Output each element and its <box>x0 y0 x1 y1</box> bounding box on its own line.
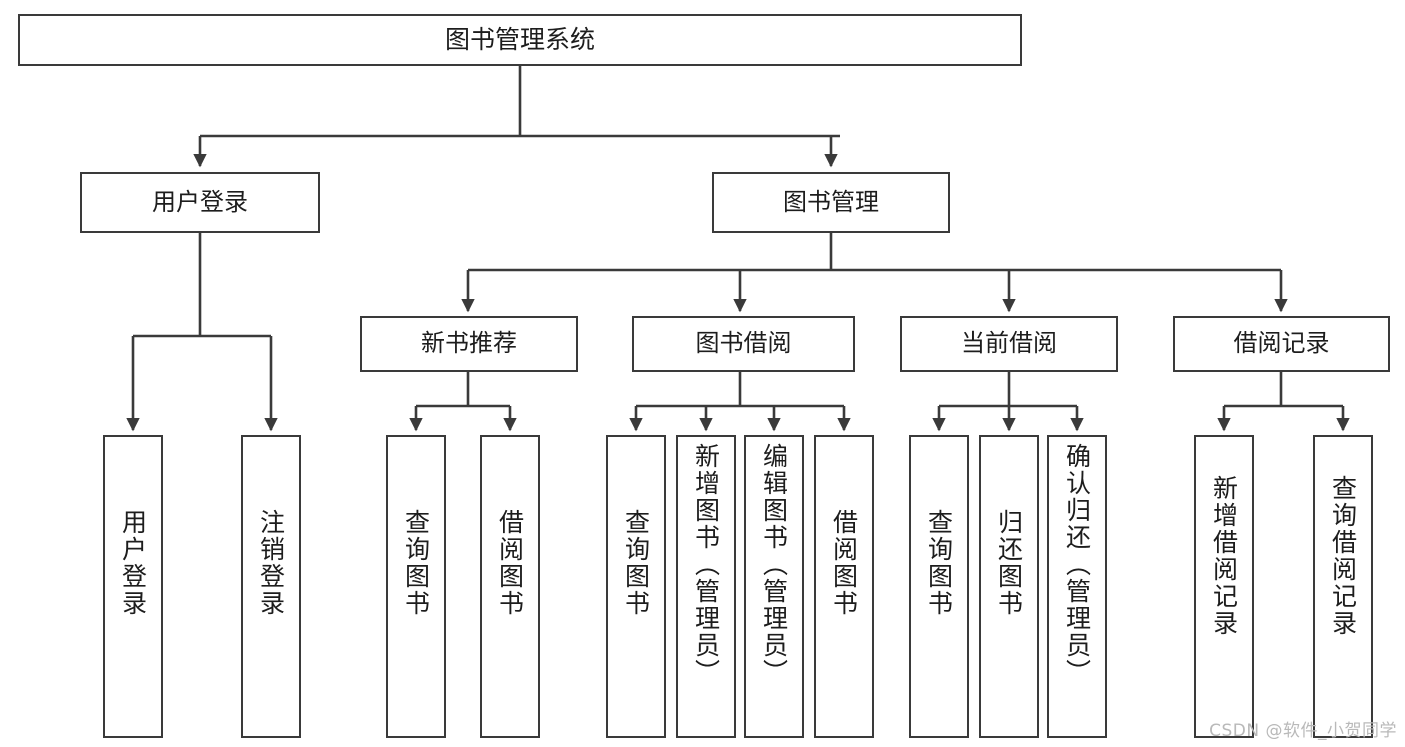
node-leaf-query-book-1[interactable]: 查询图书 <box>386 435 446 738</box>
node-root-label: 图书管理系统 <box>444 24 595 54</box>
node-leaf-return-book[interactable]: 归还图书 <box>979 435 1039 738</box>
node-book-borrow[interactable]: 图书借阅 <box>632 316 855 372</box>
node-current-borrow[interactable]: 当前借阅 <box>900 316 1118 372</box>
node-user-login-label: 用户登录 <box>152 187 248 216</box>
node-current-borrow-label: 当前借阅 <box>961 329 1057 358</box>
node-leaf-query-record[interactable]: 查询借阅记录 <box>1313 435 1373 738</box>
node-borrow-record[interactable]: 借阅记录 <box>1173 316 1390 372</box>
node-book-borrow-label: 图书借阅 <box>695 329 792 358</box>
node-root[interactable]: 图书管理系统 <box>18 14 1022 66</box>
node-leaf-confirm-return-label: 确认归还（管理员） <box>1062 443 1092 686</box>
node-leaf-query-book-3[interactable]: 查询图书 <box>909 435 969 738</box>
node-user-login[interactable]: 用户登录 <box>80 172 320 233</box>
node-leaf-confirm-return[interactable]: 确认归还（管理员） <box>1047 435 1107 738</box>
node-leaf-add-book-label: 新增图书（管理员） <box>691 443 721 686</box>
node-leaf-add-book[interactable]: 新增图书（管理员） <box>676 435 736 738</box>
node-leaf-edit-book[interactable]: 编辑图书（管理员） <box>744 435 804 738</box>
node-leaf-user-login-label: 用户登录 <box>118 509 148 617</box>
node-book-manage-label: 图书管理 <box>783 187 879 216</box>
node-leaf-query-book-3-label: 查询图书 <box>924 509 954 617</box>
node-leaf-user-logout-label: 注销登录 <box>256 509 286 617</box>
node-leaf-add-record[interactable]: 新增借阅记录 <box>1194 435 1254 738</box>
node-leaf-edit-book-label: 编辑图书（管理员） <box>759 443 789 686</box>
node-leaf-borrow-book-2[interactable]: 借阅图书 <box>814 435 874 738</box>
node-leaf-query-book-1-label: 查询图书 <box>401 509 431 617</box>
node-leaf-query-book-2[interactable]: 查询图书 <box>606 435 666 738</box>
node-book-manage[interactable]: 图书管理 <box>712 172 950 233</box>
node-leaf-borrow-book-2-label: 借阅图书 <box>829 509 859 617</box>
node-leaf-query-book-2-label: 查询图书 <box>621 509 651 617</box>
watermark: CSDN @软件_小贺同学 <box>1209 721 1397 741</box>
node-leaf-add-record-label: 新增借阅记录 <box>1209 475 1239 637</box>
node-borrow-record-label: 借阅记录 <box>1233 329 1330 358</box>
node-new-book-recommend-label: 新书推荐 <box>421 329 517 358</box>
node-leaf-query-record-label: 查询借阅记录 <box>1328 475 1358 637</box>
node-leaf-user-login[interactable]: 用户登录 <box>103 435 163 738</box>
node-new-book-recommend[interactable]: 新书推荐 <box>360 316 578 372</box>
node-leaf-return-book-label: 归还图书 <box>994 509 1024 617</box>
node-leaf-borrow-book-1[interactable]: 借阅图书 <box>480 435 540 738</box>
node-leaf-user-logout[interactable]: 注销登录 <box>241 435 301 738</box>
node-leaf-borrow-book-1-label: 借阅图书 <box>495 509 525 617</box>
